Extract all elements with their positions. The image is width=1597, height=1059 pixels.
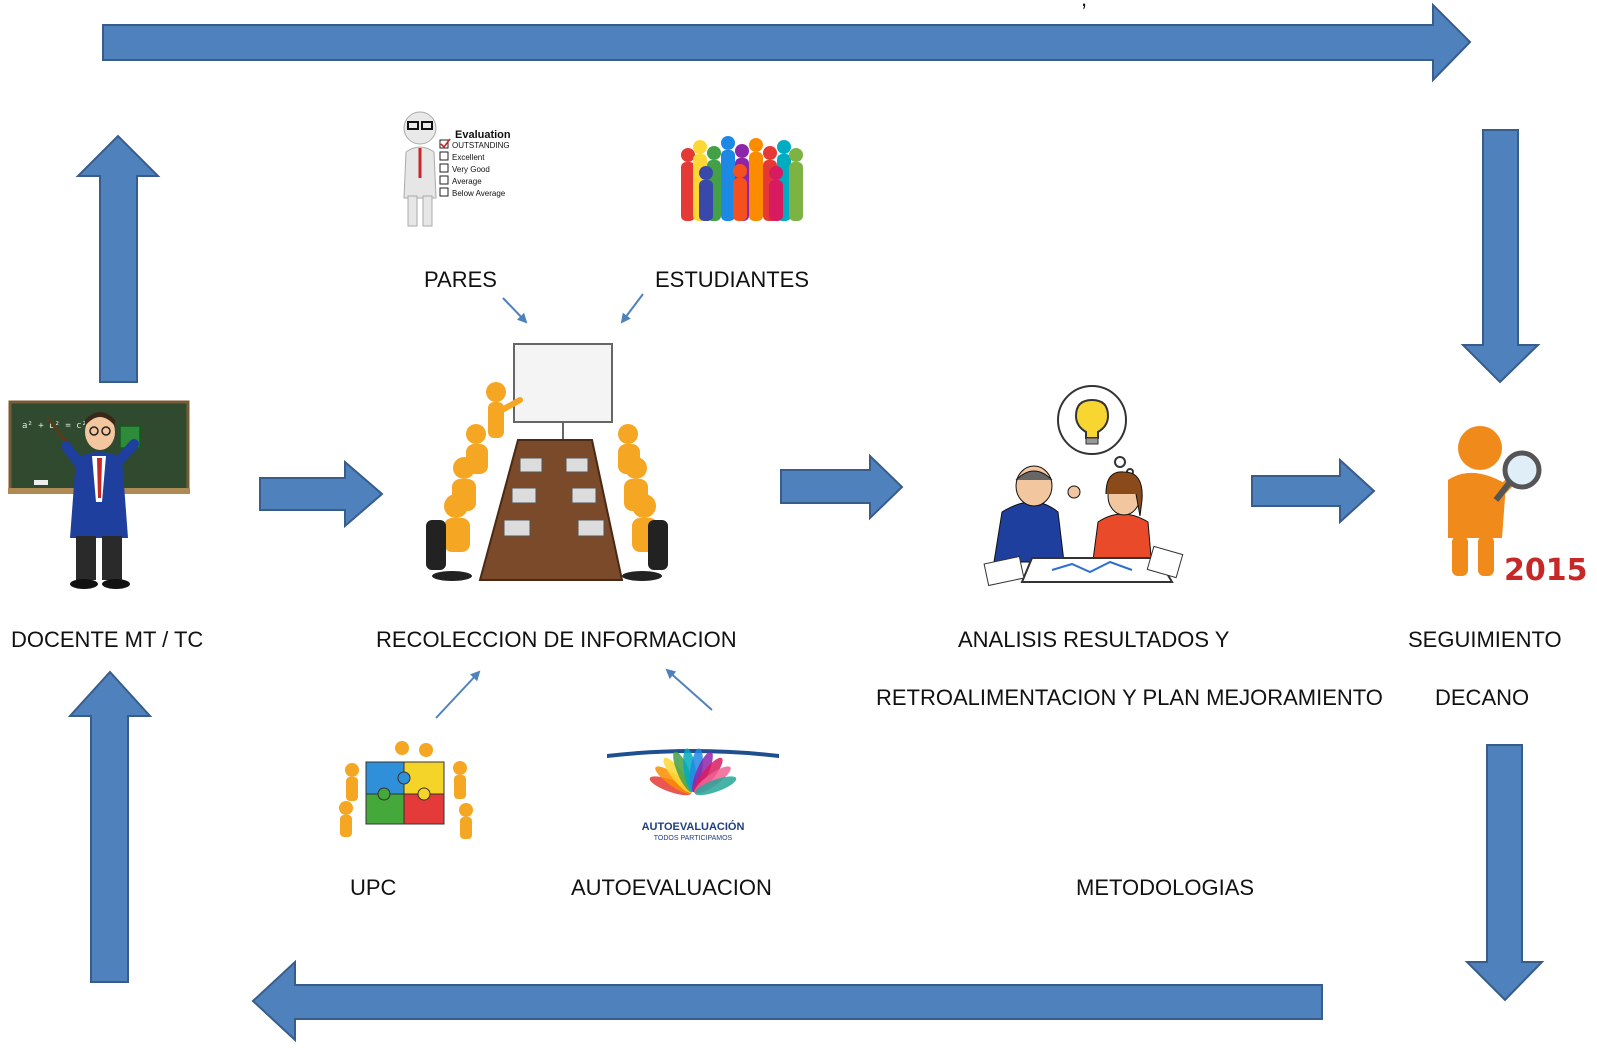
teacher-icon: a² + b² = c² bbox=[8, 400, 190, 589]
crowd-person-head bbox=[769, 166, 783, 180]
arrow-left-up-lower bbox=[67, 670, 153, 983]
hand-shape bbox=[694, 776, 737, 796]
label-recoleccion: RECOLECCION DE INFORMACION bbox=[376, 627, 737, 652]
label-upc: UPC bbox=[350, 875, 397, 900]
thin-arrow-upc bbox=[435, 670, 481, 719]
students-crowd-icon bbox=[681, 136, 803, 221]
evaluation-checkbox bbox=[439, 151, 449, 161]
evaluation-checkbox bbox=[439, 163, 449, 173]
upc-puzzle-icon bbox=[339, 741, 473, 839]
crowd-person-head bbox=[681, 148, 695, 162]
crowd-person-body bbox=[749, 152, 763, 221]
arrow-bottom-left bbox=[251, 959, 1323, 1043]
label-decano: DECANO bbox=[1435, 685, 1530, 710]
evaluation-item: Excellent bbox=[452, 153, 485, 162]
crowd-person-head bbox=[735, 144, 749, 158]
evaluation-title: Evaluation bbox=[455, 129, 511, 141]
evaluation-item: Below Average bbox=[452, 189, 506, 198]
top-cut-text: , bbox=[1081, 0, 1087, 12]
crowd-person-head bbox=[777, 140, 791, 154]
label-pares: PARES bbox=[424, 267, 497, 292]
arrow-docente-to-recoleccion bbox=[259, 459, 384, 529]
thin-arrow-autoevaluacion bbox=[665, 668, 713, 711]
label-analisis-line2: RETROALIMENTACION Y PLAN MEJORAMIENTO bbox=[876, 685, 1383, 710]
checkmark-icon bbox=[440, 138, 451, 149]
thin-arrow-pares bbox=[502, 297, 528, 324]
evaluation-item: OUTSTANDING bbox=[452, 141, 510, 150]
evaluation-checkbox bbox=[439, 187, 449, 197]
crowd-person-body bbox=[699, 180, 713, 221]
thin-arrow-estudiantes bbox=[620, 293, 644, 324]
crowd-person-head bbox=[749, 138, 763, 152]
arrow-right-down-lower bbox=[1464, 744, 1545, 1002]
meeting-icon bbox=[426, 343, 668, 581]
crowd-person-head bbox=[789, 148, 803, 162]
crowd-person-head bbox=[699, 166, 713, 180]
autoevaluacion-logo: AUTOEVALUACIÓN TODOS PARTICIPAMOS bbox=[607, 748, 779, 842]
crowd-person-head bbox=[721, 136, 735, 150]
crowd-person-body bbox=[721, 150, 735, 221]
arrow-right-down-upper bbox=[1460, 129, 1541, 384]
seguimiento-magnifier-icon: 2015 bbox=[1448, 426, 1588, 588]
crowd-person-body bbox=[681, 162, 695, 221]
label-autoevaluacion: AUTOEVALUACION bbox=[571, 875, 772, 900]
arrow-top-right bbox=[102, 2, 1472, 83]
label-metodologias: METODOLOGIAS bbox=[1076, 875, 1255, 900]
arrow-left-up-upper bbox=[75, 134, 161, 383]
crowd-person-body bbox=[769, 180, 783, 221]
evaluation-item: Average bbox=[452, 177, 482, 186]
crowd-person-body bbox=[789, 162, 803, 221]
crowd-person-head bbox=[763, 146, 777, 160]
crowd-person-head bbox=[733, 164, 747, 178]
evaluation-item: Very Good bbox=[452, 165, 490, 174]
label-analisis-line1: ANALISIS RESULTADOS Y bbox=[958, 627, 1230, 652]
analysis-idea-icon bbox=[983, 385, 1184, 587]
arrow-recoleccion-to-analisis bbox=[780, 453, 904, 521]
crowd-person-body bbox=[733, 178, 747, 221]
label-seguimiento: SEGUIMIENTO bbox=[1408, 627, 1562, 652]
evaluation-checkbox bbox=[439, 175, 449, 185]
autoevaluacion-logo-title: AUTOEVALUACIÓN bbox=[642, 820, 745, 833]
autoevaluacion-logo-subtitle: TODOS PARTICIPAMOS bbox=[654, 835, 733, 842]
label-docente: DOCENTE MT / TC bbox=[11, 627, 204, 652]
crowd-person-head bbox=[707, 146, 721, 160]
crowd-person-head bbox=[693, 140, 707, 154]
label-estudiantes: ESTUDIANTES bbox=[655, 267, 810, 292]
year-badge: 2015 bbox=[1504, 553, 1588, 588]
arrow-analisis-to-seguimiento bbox=[1251, 457, 1376, 525]
